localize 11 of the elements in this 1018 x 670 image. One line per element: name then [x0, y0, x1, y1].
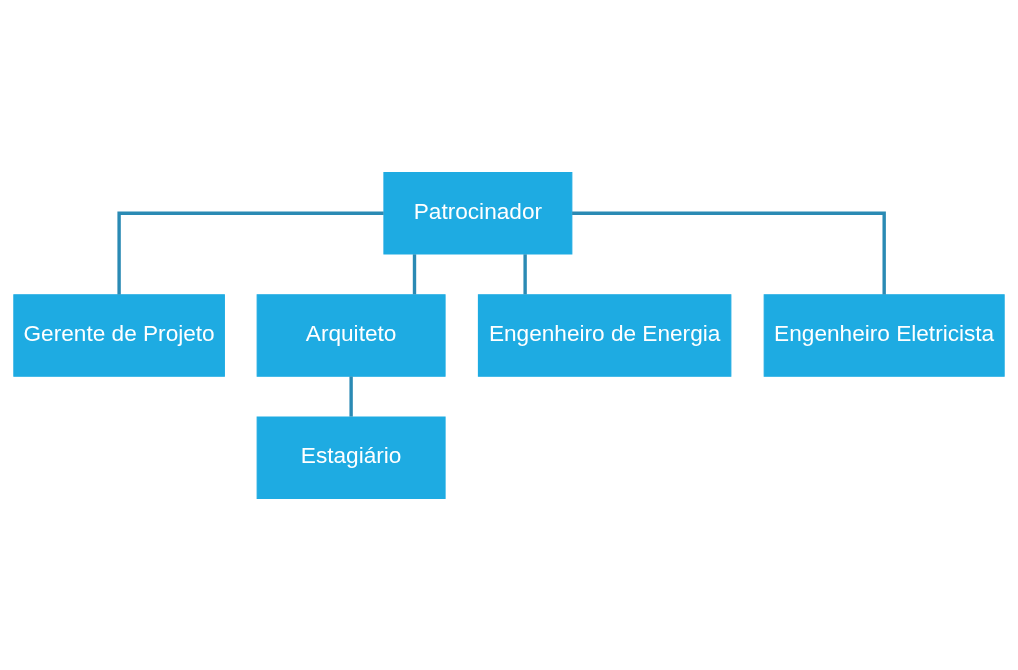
node-box: Gerente de Projeto [13, 293, 225, 377]
connector [117, 211, 384, 294]
connector [412, 253, 417, 294]
node-box: Patrocinador [383, 171, 573, 255]
connector [523, 253, 527, 294]
node-box: Arquiteto [256, 293, 446, 377]
node-box: Engenheiro Eletricista [763, 293, 1005, 377]
node-box: Estagiário [256, 415, 446, 499]
connector [349, 376, 353, 417]
node-box: Engenheiro de Energia [477, 293, 732, 377]
connector [572, 211, 886, 294]
